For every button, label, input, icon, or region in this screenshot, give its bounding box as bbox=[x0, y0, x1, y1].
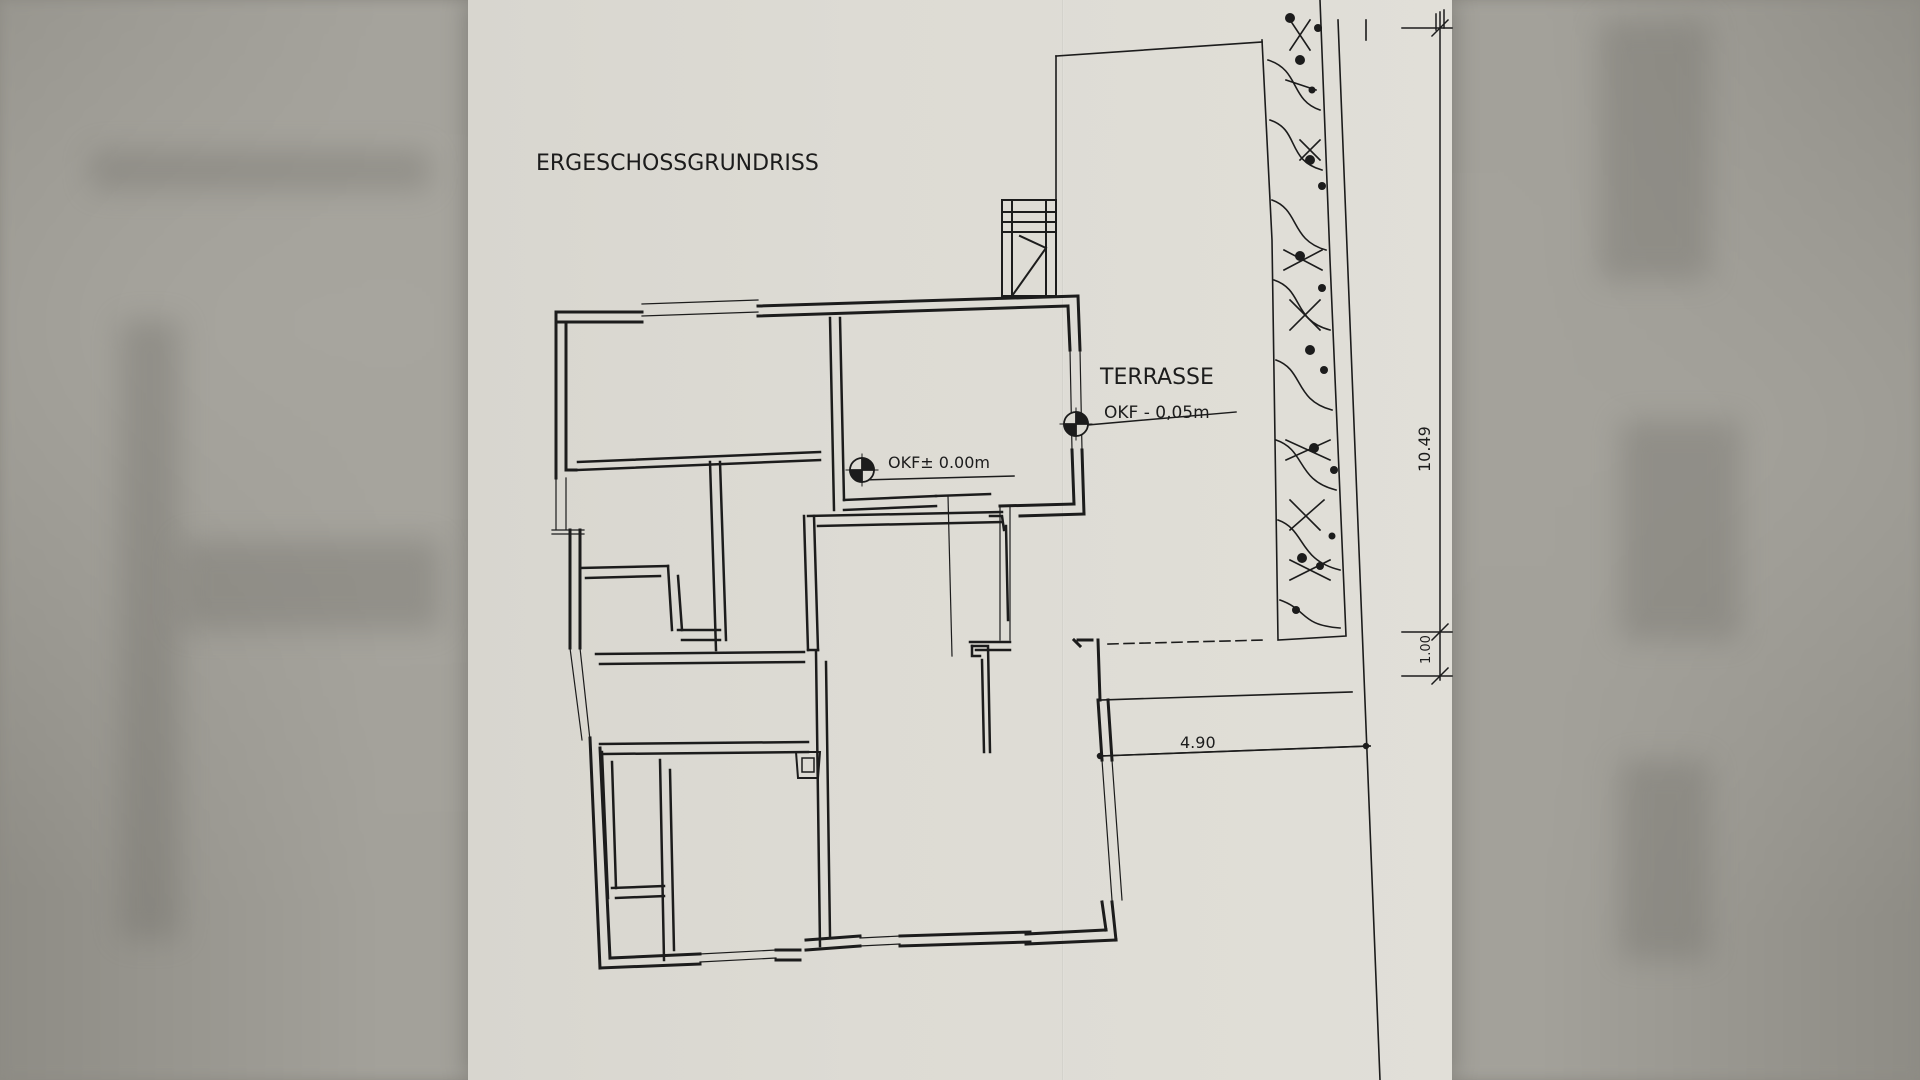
length-dimension-label: 10.49 bbox=[1415, 426, 1434, 472]
blurred-shape bbox=[90, 150, 430, 190]
blurred-shape bbox=[1620, 760, 1710, 960]
sheet-fold bbox=[1062, 0, 1064, 1080]
width-dimension-label: 4.90 bbox=[1180, 733, 1216, 752]
terrace-label: TERRASSE bbox=[1099, 365, 1214, 390]
dimension-line-horizontal bbox=[1096, 742, 1371, 760]
plan-title: ERGESCHOSSGRUNDRISS bbox=[536, 151, 819, 176]
outer-walls bbox=[554, 294, 1118, 970]
level-leader-lines bbox=[861, 411, 1237, 481]
stairs-icon bbox=[1001, 199, 1057, 298]
hedge-foliage-dots bbox=[1285, 13, 1338, 614]
interior-walls bbox=[576, 316, 1012, 962]
hedge-planting-icon bbox=[1261, 0, 1347, 641]
blurred-shape bbox=[1620, 420, 1740, 640]
dimension-line-vertical bbox=[1401, 9, 1453, 686]
step-dimension-label: 1.00 bbox=[1419, 635, 1434, 664]
blurred-shape bbox=[120, 320, 180, 940]
plan-sheet bbox=[468, 0, 1452, 1080]
level-marker-icon bbox=[845, 453, 879, 487]
blurred-shape bbox=[1600, 20, 1710, 280]
terrace-level-label: OKF - 0,05m bbox=[1104, 403, 1210, 423]
window-lines bbox=[551, 299, 1123, 963]
level-marker-icon bbox=[1059, 407, 1093, 441]
interior-level-label: OKF± 0.00m bbox=[888, 453, 990, 472]
blurred-shape bbox=[180, 540, 440, 630]
